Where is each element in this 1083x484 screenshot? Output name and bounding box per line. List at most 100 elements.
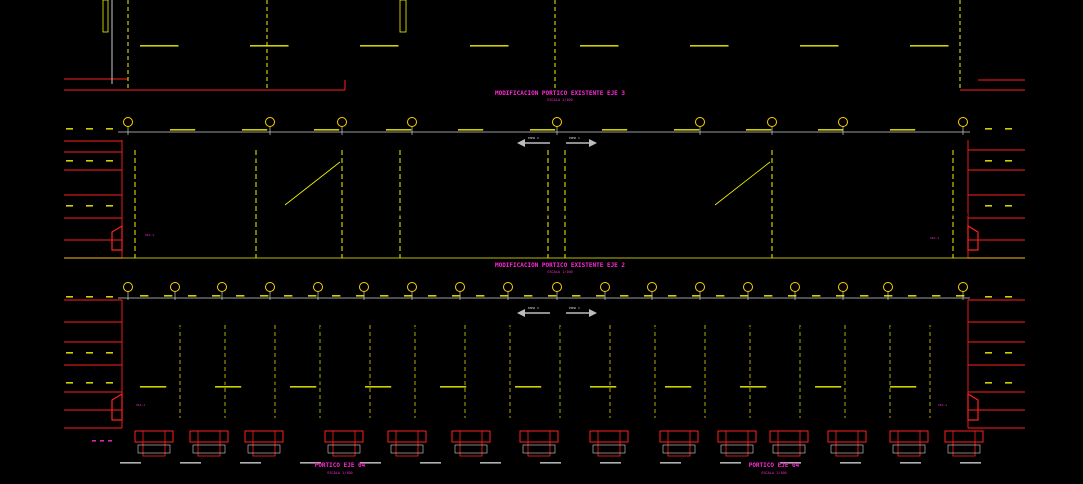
level-note [86,160,93,162]
grid-bubble [767,117,777,127]
beam-label [170,327,181,329]
footing-dim [300,462,321,464]
dim-label [692,295,701,297]
beam-label [434,380,449,382]
beam-label [620,327,631,329]
level-note [66,382,73,384]
beam-label [200,327,211,329]
grid-bubble [359,282,369,292]
dim-label [890,386,917,388]
dim-label [530,129,556,131]
grid-bubble [838,282,848,292]
dim-label [515,386,542,388]
view-title-eje-3: MODIFICACION PORTICO EXISTENTE EJE 3 [495,90,625,97]
beam-label [680,327,691,329]
foundation-right [967,224,979,251]
grid-bubble [695,282,705,292]
level-note [86,382,93,384]
dim-label [590,386,617,388]
beam-label [380,327,391,329]
level-note [1005,352,1012,354]
level-note [985,352,992,354]
beam-label [620,214,648,216]
dim-label [800,45,839,47]
grid-bubble [123,282,133,292]
beam-label [140,157,160,159]
grid-bubble [695,117,705,127]
via-1-label-right: VIA-1 [930,236,939,240]
foundation-left [111,392,123,421]
footing-dim [720,462,741,464]
beam-label [686,380,701,382]
beam-label [840,36,865,38]
via-1-label-left: VIA-1 [145,233,154,237]
level-note [106,160,113,162]
dim-label [690,45,729,47]
pile-cap [327,444,361,454]
beam-label [770,36,795,38]
grid-bubble [552,282,562,292]
level-note [985,205,992,207]
dim-label [386,129,412,131]
pile-cap [720,444,754,454]
via-1-label-bottom-left: VIA-1 [136,403,145,407]
footing-dim [660,462,681,464]
dim-label [602,129,628,131]
beam-label [890,327,901,329]
level-note [1005,382,1012,384]
dim-label [764,295,773,297]
footing-dim [540,462,561,464]
beam-label [812,380,827,382]
level-note [106,296,113,298]
dim-label [788,295,797,297]
beam-label [380,214,408,216]
level-note [66,160,73,162]
dim-label [956,295,965,297]
beam-label [415,157,435,159]
beam-label [910,36,935,38]
beam-label [220,214,248,216]
view-eje-2 [64,117,1025,259]
view-scale-eje-2: ESCALA 1/100 [547,270,572,274]
view-scale-eje-04-right: ESCALA 1/100 [761,471,786,475]
dim-label [365,386,392,388]
dim-label [572,295,581,297]
level-note [66,205,73,207]
beam-label [308,380,323,382]
level-note [1005,296,1012,298]
level-note [1005,205,1012,207]
edma-2-marker-bottom: EDMA 2 [517,306,550,317]
pile-cap [390,444,424,454]
beam-label [140,36,165,38]
dim-label [860,295,869,297]
beam-label [470,327,481,329]
grid-bubble [838,117,848,127]
dim-label [404,295,413,297]
footing-dim [600,462,621,464]
level-note [86,296,93,298]
beam-label [490,36,515,38]
beam-label [690,157,710,159]
footing-dim [120,462,141,464]
dim-label [746,129,772,131]
beam-label [580,157,600,159]
view-scale-eje-3: ESCALA 1/100 [547,98,572,102]
beam-label [500,327,511,329]
dim-label [884,295,893,297]
level-note [66,296,73,298]
edma-1-marker: EDMA 1 [566,136,597,147]
beam-label [920,327,931,329]
dim-label [890,129,916,131]
dim-label [524,295,533,297]
grid-bubble [170,282,180,292]
pile-cap [592,444,626,454]
level-note [86,128,93,130]
dim-label [932,295,941,297]
beam-label [602,380,617,382]
footing-pad [725,441,749,457]
level-note [106,352,113,354]
beam-label [420,36,445,38]
level-note [1005,128,1012,130]
